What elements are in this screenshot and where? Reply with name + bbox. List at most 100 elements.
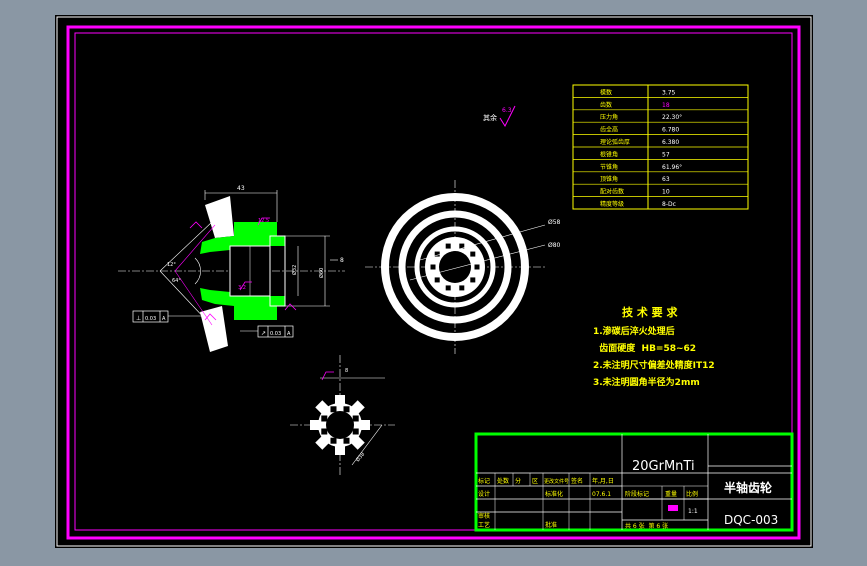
- dim-bore: Ø32: [291, 265, 298, 275]
- spline-notch: [352, 428, 359, 435]
- sheet-edge: [56, 16, 812, 547]
- part-name: 半轴齿轮: [724, 480, 773, 495]
- spline-tooth: [315, 435, 330, 450]
- svg-text:0.03: 0.03: [270, 331, 281, 337]
- svg-text:处数: 处数: [497, 477, 509, 485]
- param-label: 精度等级: [600, 200, 624, 208]
- svg-text:A: A: [162, 316, 166, 322]
- param-label: 根锥角: [600, 150, 618, 158]
- spline-notch: [330, 406, 337, 413]
- param-value: 6.780: [662, 127, 679, 134]
- dim-top: 43: [237, 185, 245, 192]
- spline-tooth: [310, 420, 320, 430]
- param-label: 齿数: [600, 101, 612, 109]
- param-label: 理论弧齿厚: [600, 138, 630, 146]
- param-value: 61.96°: [662, 164, 682, 171]
- spline-tooth: [360, 420, 370, 430]
- spline-top-dim: 8: [345, 368, 348, 374]
- svg-text:↗: ↗: [261, 330, 266, 337]
- roughness-value: 6.3: [502, 107, 512, 114]
- drawing-number: DQC-003: [724, 513, 778, 527]
- svg-text:0.03: 0.03: [145, 316, 156, 322]
- approve-label: 批准: [545, 521, 557, 529]
- spline-notch: [321, 428, 328, 435]
- tech-item-1: 1.渗碳后淬火处理后: [593, 325, 675, 337]
- spline-hole: [430, 264, 436, 270]
- param-label: 配对齿数: [600, 188, 624, 196]
- param-value: 6.380: [662, 139, 679, 146]
- roughness-symbol: 6.3: [499, 105, 516, 128]
- angle-2: 64°: [172, 278, 181, 284]
- param-value: 8-Dc: [662, 201, 676, 208]
- param-value: 22.30°: [662, 114, 682, 121]
- remaining-label: 其余: [483, 113, 497, 122]
- spline-hole: [470, 277, 476, 283]
- spline-tooth: [335, 445, 345, 455]
- spline-notch: [343, 406, 350, 413]
- spline-notch: [330, 437, 337, 444]
- svg-text:区: 区: [532, 478, 538, 485]
- param-label: 齿全高: [600, 126, 618, 134]
- spline-hole: [470, 251, 476, 257]
- spline-hole: [459, 243, 465, 249]
- spline-hole: [459, 285, 465, 291]
- spline-hole: [445, 285, 451, 291]
- spline-tooth: [335, 395, 345, 405]
- spline-notch: [352, 415, 359, 422]
- material: 20GrMnTi: [632, 459, 695, 474]
- spline-hole: [445, 243, 451, 249]
- param-label: 顶锥角: [600, 175, 618, 183]
- param-value: 57: [662, 151, 670, 158]
- param-value: 10: [662, 189, 670, 196]
- tech-item-3: 3.未注明圆角半径为2mm: [593, 376, 700, 388]
- outer-frame: [66, 25, 801, 540]
- spline-hole: [474, 264, 480, 270]
- spline-tooth: [315, 400, 330, 415]
- scale-label: 比例: [686, 490, 698, 498]
- scale: 1:1: [688, 508, 698, 515]
- dim-outer: Ø60: [318, 268, 325, 278]
- standardize-label: 标准化: [545, 490, 563, 498]
- spline-notch: [343, 437, 350, 444]
- svg-text:更改文件号: 更改文件号: [544, 478, 569, 485]
- dim-80: Ø80: [548, 242, 561, 249]
- tech-requirements: 技 术 要 求 1.渗碳后淬火处理后 齿面硬度 HB=58~62 2.未注明尺寸…: [593, 305, 715, 388]
- section-view: 43 Ø32 Ø60 8 12° 64° 12.5 3.2 ⊥ 0.03 A: [118, 185, 345, 352]
- spline-tooth: [350, 435, 365, 450]
- spline-notch: [321, 415, 328, 422]
- svg-text:标记: 标记: [478, 477, 490, 485]
- svg-text:签名: 签名: [571, 477, 583, 485]
- title-block: 20GrMnTi 半轴齿轮 DQC-003 标记 处数 分 区 更改文件号 签名…: [474, 432, 794, 532]
- sheet-count: 共 6 张 第 6 张: [625, 522, 668, 530]
- svg-text:年,月,日: 年,月,日: [592, 477, 614, 485]
- param-label: 压力角: [600, 113, 618, 121]
- process-label: 工艺: [478, 521, 490, 529]
- param-value: 63: [662, 176, 670, 183]
- review-label: 审核: [478, 512, 490, 520]
- dim-58: Ø58: [548, 219, 561, 226]
- param-label: 模数: [600, 88, 612, 96]
- param-value: 3.75: [662, 89, 676, 96]
- tech-title: 技 术 要 求: [622, 305, 678, 319]
- tech-item-2: 2.未注明尺寸偏差处精度IT12: [593, 359, 715, 371]
- weight-label: 重量: [665, 490, 677, 498]
- roughness-2: 12.5: [258, 218, 269, 224]
- svg-text:A: A: [287, 331, 291, 337]
- spline-tooth: [350, 400, 365, 415]
- tech-item-1b: 齿面硬度 HB=58~62: [593, 342, 696, 354]
- spline-hole: [434, 251, 440, 257]
- spline-dim: Ø38: [354, 451, 366, 463]
- param-label: 节锥角: [600, 163, 618, 171]
- svg-text:分: 分: [515, 477, 521, 485]
- stage-mark: [668, 505, 678, 511]
- stage-label: 阶段标记: [625, 490, 649, 498]
- angle-1: 12°: [167, 262, 176, 268]
- roughness-3: 3.2: [238, 285, 246, 291]
- upper-tooth: [205, 196, 234, 238]
- designer-label: 设计: [478, 490, 490, 498]
- front-view: Ø58 Ø80: [365, 180, 561, 354]
- date: 07.6.1: [592, 491, 611, 498]
